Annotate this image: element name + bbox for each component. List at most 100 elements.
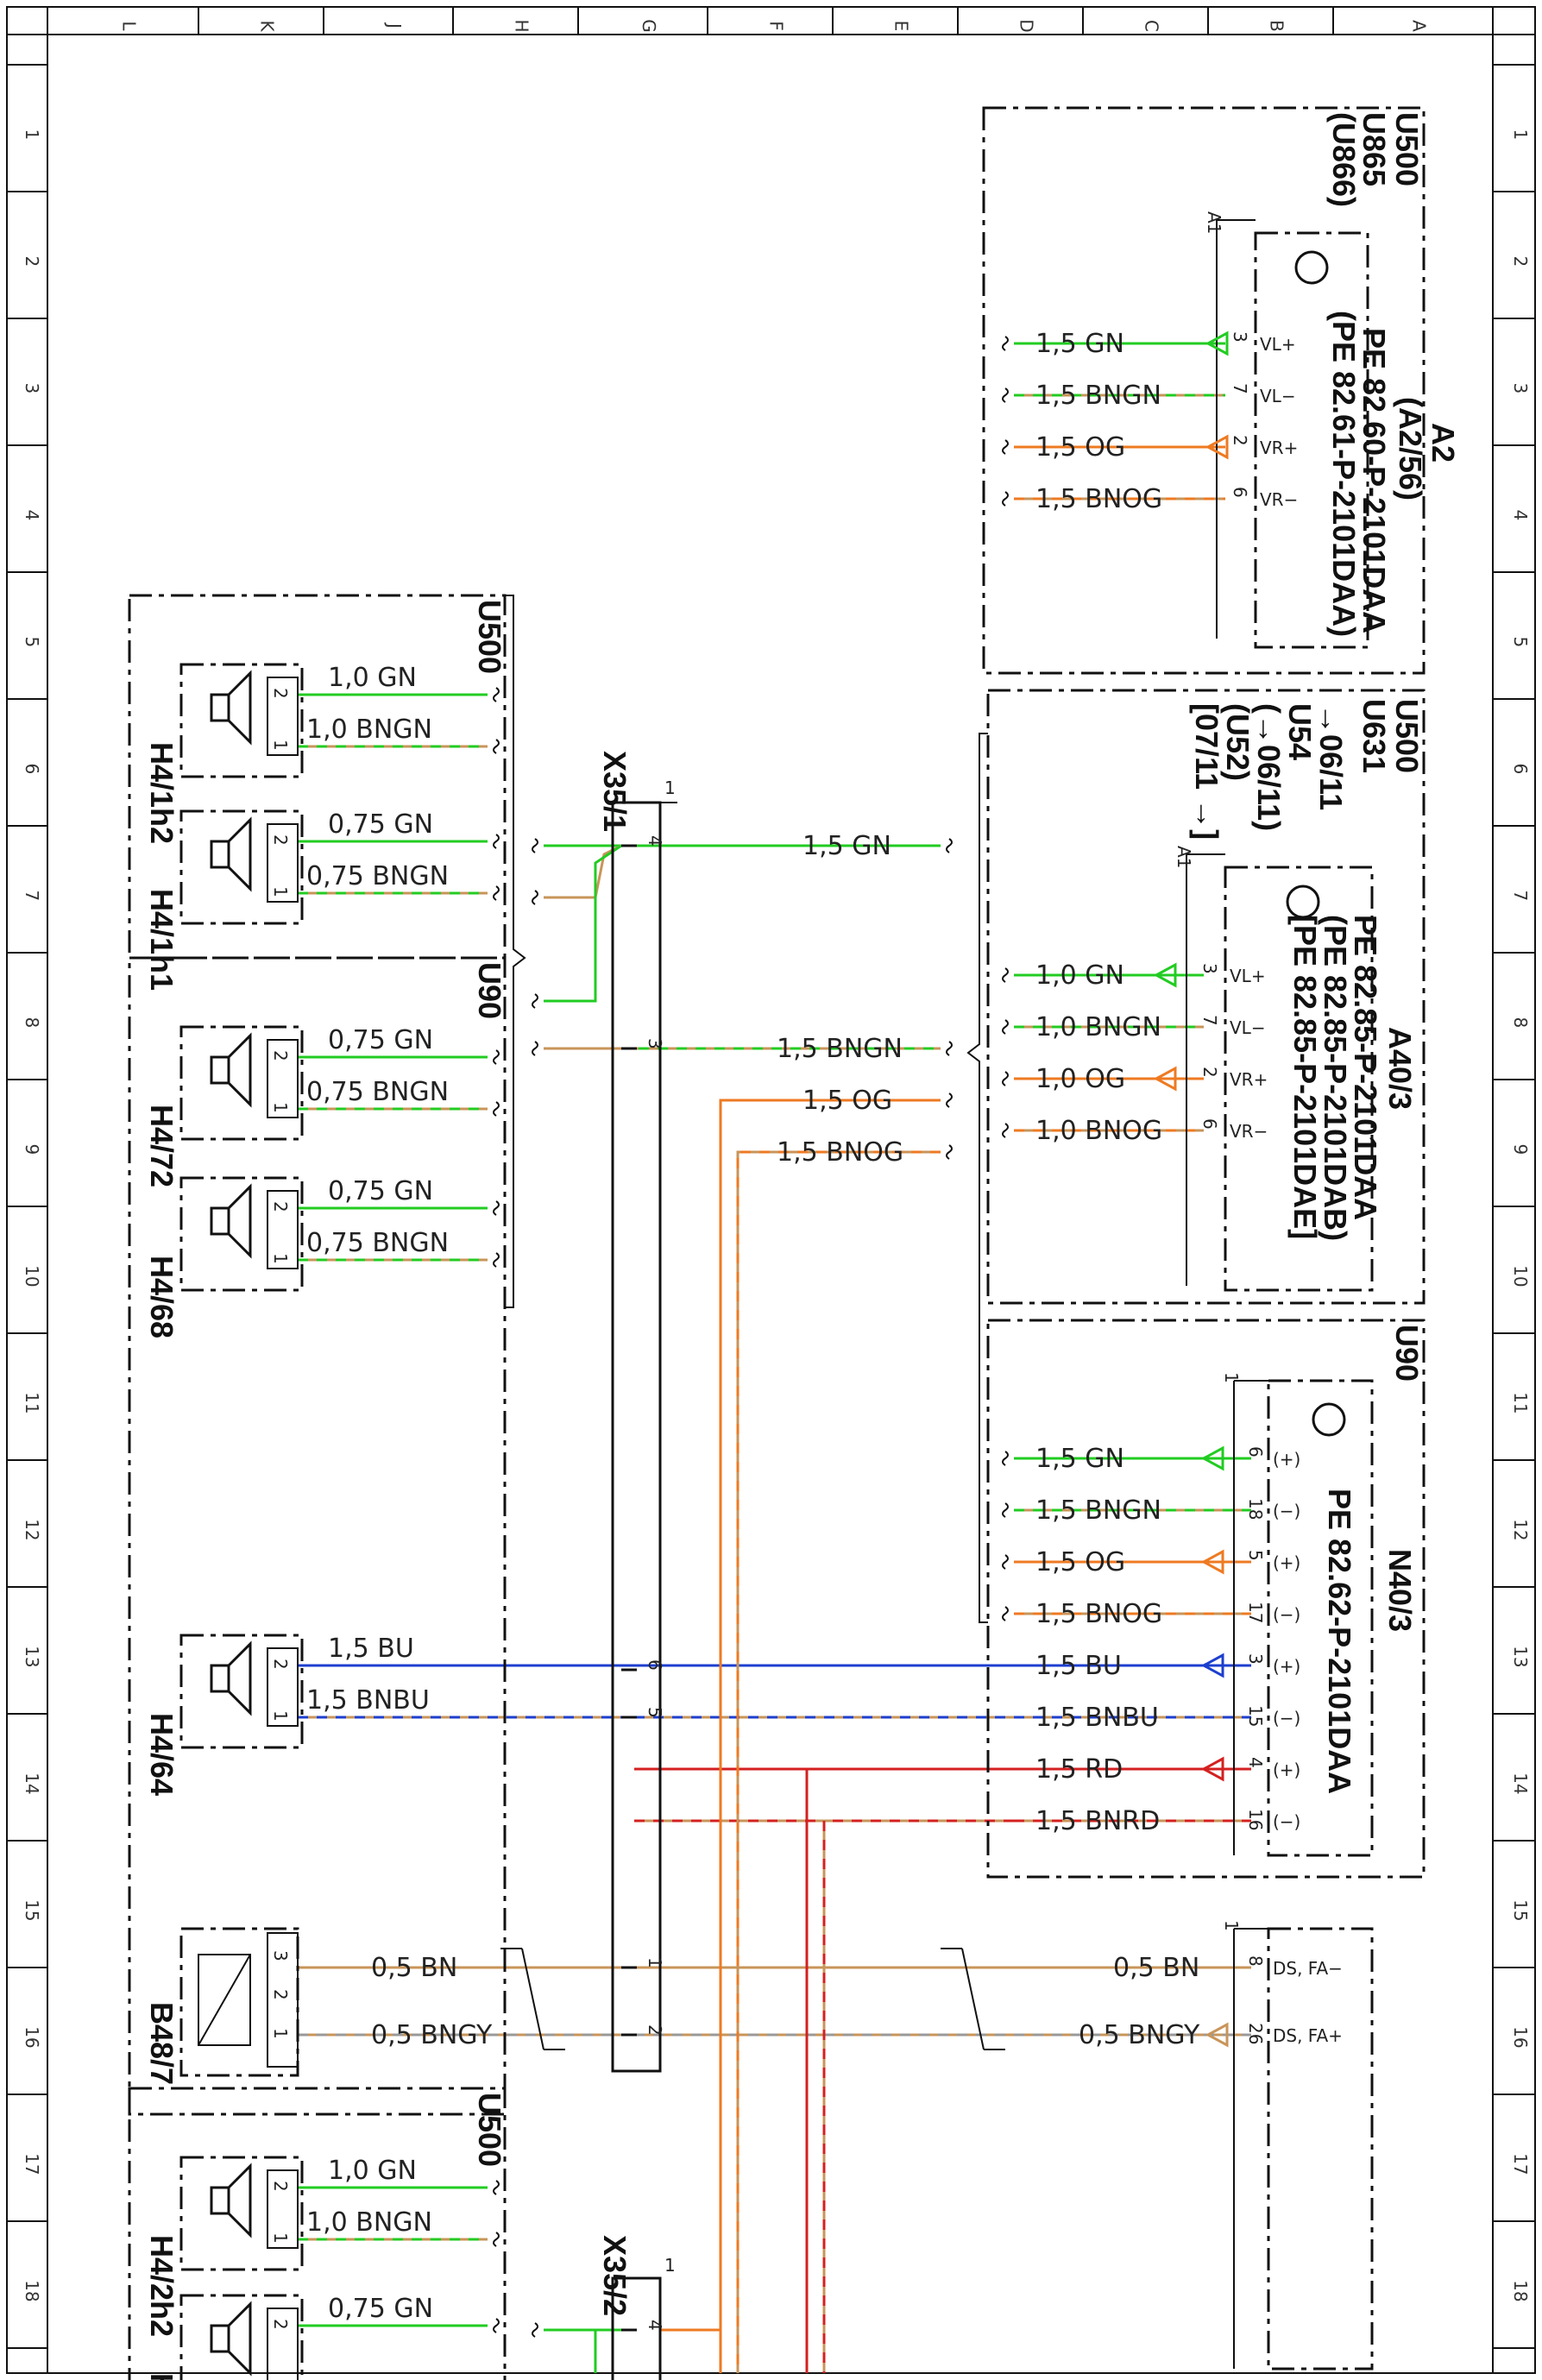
components-layer <box>128 106 1426 2380</box>
speaker-pin-1-0: 2 <box>270 834 291 846</box>
wire-bnog-vertical <box>736 1150 941 2373</box>
wire-label-a2-2: 1,5 OG <box>1035 432 1125 463</box>
connector-name-x35-1: X35/1 <box>597 751 633 832</box>
wire-break-icon <box>493 739 500 754</box>
speaker-pin-4-0: 2 <box>270 1659 291 1670</box>
pin-number-n40-3: 3 <box>1245 1653 1266 1665</box>
pin-number-a2-6: 6 <box>1230 487 1250 498</box>
column-label-C: C <box>1142 20 1162 32</box>
connector-pin-x35-1-1: 1 <box>645 1957 665 1968</box>
row-label-left-12: 12 <box>22 1519 42 1540</box>
speaker-pin-0-0: 2 <box>270 688 291 699</box>
row-label-right-9: 9 <box>1510 1143 1531 1155</box>
speaker-symbol-icon <box>1312 1402 1346 1437</box>
group-label-u866: (U866) <box>1326 112 1362 207</box>
row-label-left-3: 3 <box>22 382 42 394</box>
wire-break-icon <box>1002 439 1009 455</box>
wire-break-icon <box>1002 1502 1009 1518</box>
direction-arrow-icon <box>1200 1549 1224 1575</box>
connector-pin-x35-1-4: 4 <box>645 835 665 847</box>
speaker-wire-label-4-1: 1,5 BNBU <box>306 1685 430 1716</box>
loudspeaker-icon <box>210 1640 252 1716</box>
wire-break-icon <box>493 687 500 702</box>
pin-number-n40-4: 4 <box>1245 1757 1266 1768</box>
speaker-symbol-icon <box>1286 885 1320 919</box>
row-label-right-8: 8 <box>1510 1017 1531 1028</box>
group-box-speakers-u90 <box>128 956 507 2116</box>
wire-label-n40-17: 1,5 BNOG <box>1035 1599 1162 1629</box>
row-label-left-13: 13 <box>22 1646 42 1667</box>
row-label-left-10: 10 <box>22 1265 42 1287</box>
pe-reference-a40-alt: (PE 82.85-P-2101DAB) <box>1318 915 1353 1241</box>
speaker-connector-1 <box>267 823 299 903</box>
pin-number-n40-18: 18 <box>1245 1498 1266 1520</box>
speaker-connector-6 <box>267 2308 299 2380</box>
wire-break-icon <box>493 2318 500 2333</box>
connector-pin-x35-1-2: 2 <box>645 2024 665 2036</box>
pin-number-a40-2: 2 <box>1199 1067 1220 1078</box>
drawing-frame <box>6 6 1536 2374</box>
wire-break-icon <box>532 1041 538 1056</box>
direction-arrow-icon <box>1200 1756 1224 1782</box>
wire-label-n40-16: 1,5 BNRD <box>1035 1806 1160 1836</box>
speaker-pin-3-1: 1 <box>270 1253 291 1264</box>
row-label-left-5: 5 <box>22 636 42 647</box>
pin-signal-a40-6: VR− <box>1230 1121 1268 1142</box>
pin-signal-a2-6: VR− <box>1260 489 1298 510</box>
speaker-name-5: H4/2h2 <box>144 2235 179 2337</box>
loudspeaker-icon <box>210 1032 252 1108</box>
version-note-1: U54 <box>1282 703 1318 760</box>
sensor-symbol <box>198 1954 251 2046</box>
wire-break-icon <box>493 1200 500 1216</box>
wire-break-icon <box>946 1144 953 1160</box>
pin-signal-a2-2: VR+ <box>1260 438 1298 458</box>
loudspeaker-icon <box>210 1183 252 1259</box>
column-label-D: D <box>1016 19 1037 32</box>
row-label-right-15: 15 <box>1510 1899 1531 1921</box>
speaker-connector-2 <box>267 1039 299 1118</box>
column-label-K: K <box>257 20 278 32</box>
connector-corner-x35-2: 1 <box>664 2255 676 2276</box>
pe-reference-a40: PE 82.85-P-2101DAA <box>1348 915 1383 1220</box>
corner-label-ds: 1 <box>1221 1920 1242 1931</box>
wire-label-b48-1: 0,5 BNGY <box>371 2020 493 2050</box>
pin-signal-n40-15: (−) <box>1273 1708 1300 1728</box>
speaker-wire-label-3-0: 0,75 GN <box>328 1176 433 1206</box>
sensor-symbol-diag <box>198 1954 251 2046</box>
pin-signal-a2-3: VL+ <box>1260 334 1296 355</box>
speaker-symbol-icon <box>1294 250 1329 285</box>
wire-bnrd-vertical-stripe <box>822 1819 1014 2373</box>
pe-reference-a2: PE 82.60-P-2101DAA <box>1356 328 1392 633</box>
row-label-left-9: 9 <box>22 1143 42 1155</box>
component-box-b48 <box>179 1927 299 2077</box>
pin-number-a2-3: 3 <box>1230 331 1250 343</box>
wire-label-b48-0: 0,5 BN <box>371 1953 457 1983</box>
wire-break-icon <box>1002 967 1009 983</box>
speaker-pin-2-0: 2 <box>270 1050 291 1061</box>
row-label-right-10: 10 <box>1510 1265 1531 1287</box>
version-note-0: →06/11 <box>1313 703 1349 810</box>
pin-number-n40-5: 5 <box>1245 1550 1266 1561</box>
wire-break-icon <box>1002 1606 1009 1621</box>
column-label-A: A <box>1409 20 1430 32</box>
pin-number-ds-26: 26 <box>1245 2023 1266 2044</box>
twist-marker <box>961 1948 985 2050</box>
direction-arrow-icon <box>1205 331 1229 356</box>
pin-b48-3: 3 <box>270 1950 291 1961</box>
connector-pin-x35-1-5: 5 <box>645 1707 665 1718</box>
speaker-wire-label-5-1: 1,0 BNGN <box>306 2207 432 2238</box>
speaker-wire-label-1-0: 0,75 GN <box>328 809 433 840</box>
speaker-name-2: H4/72 <box>144 1105 179 1187</box>
pe-reference-a40-alt2: [PE 82.85-P-2101DAE] <box>1287 915 1323 1239</box>
wire-break-icon <box>1002 387 1009 403</box>
loudspeaker-icon <box>210 2163 252 2238</box>
connector-corner-x35-1: 1 <box>664 778 676 798</box>
row-label-right-14: 14 <box>1510 1772 1531 1794</box>
wire-break-icon <box>532 838 538 853</box>
speaker-wire-label-6-0: 0,75 GN <box>328 2294 433 2324</box>
connector-b48 <box>267 1932 299 2068</box>
speaker-box-4 <box>179 1634 304 1749</box>
wire-break-icon <box>1002 1123 1009 1138</box>
row-label-right-13: 13 <box>1510 1646 1531 1667</box>
column-label-J: J <box>384 22 405 28</box>
